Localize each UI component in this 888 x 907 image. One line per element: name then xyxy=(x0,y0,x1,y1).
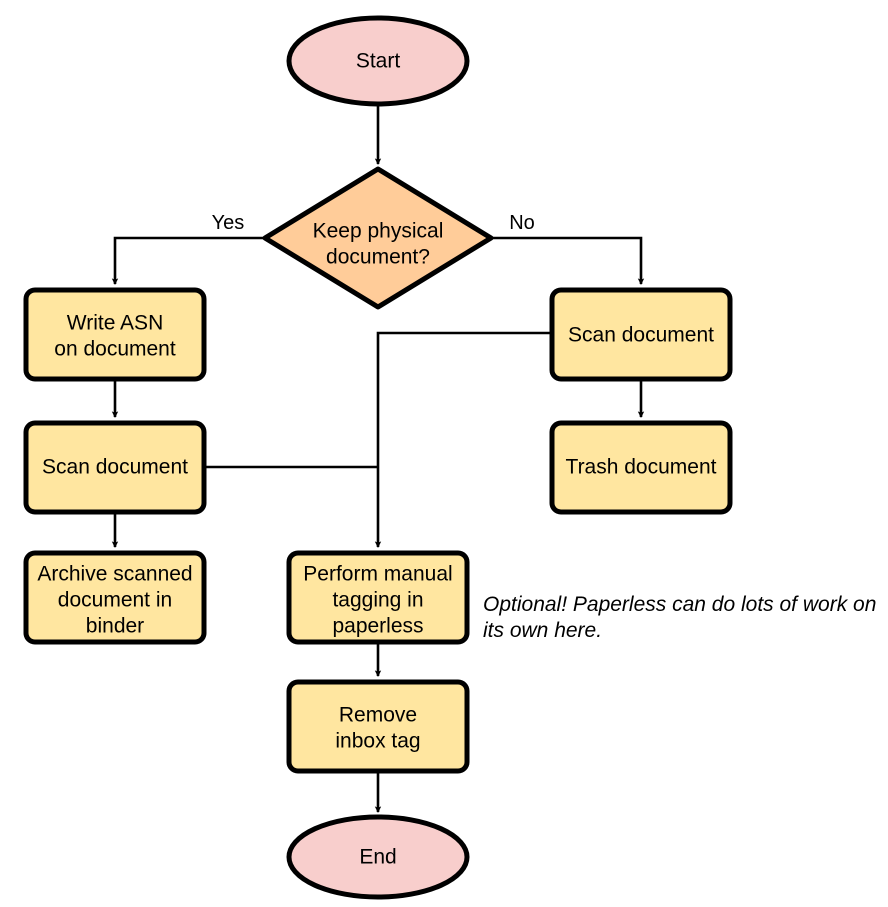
remove-inbox-tag-label-line-2: inbox tag xyxy=(335,730,420,753)
edge-scan-right-to-tagging xyxy=(374,331,552,548)
write-asn-label-line-1: Write ASN xyxy=(67,312,163,335)
manual-tagging-box[interactable] xyxy=(286,550,470,645)
decision-label-line-1: Keep physical xyxy=(313,220,444,243)
edges-layer xyxy=(111,104,645,813)
trash-document-label: Trash document xyxy=(566,456,717,479)
node-end[interactable]: End xyxy=(286,814,470,900)
archive-binder-box[interactable] xyxy=(23,550,207,645)
remove-inbox-tag-box[interactable] xyxy=(286,679,470,774)
manual-tagging-label-line-1: Perform manual xyxy=(303,563,452,586)
edge-label-yes: Yes xyxy=(212,212,245,234)
node-start[interactable]: Start xyxy=(286,15,470,107)
archive-binder-label-line-2: document in xyxy=(58,589,172,612)
edge-decision-no xyxy=(491,236,645,285)
write-asn-box[interactable] xyxy=(23,287,207,382)
archive-binder-label-line-3: binder xyxy=(86,615,144,638)
node-remove-inbox-tag[interactable]: Remove inbox tag xyxy=(286,679,470,774)
node-scan-document-right[interactable]: Scan document xyxy=(549,287,733,382)
node-scan-document-left[interactable]: Scan document xyxy=(23,420,207,515)
node-write-asn[interactable]: Write ASN on document xyxy=(23,287,207,382)
scan-document-right-label: Scan document xyxy=(568,324,714,347)
start-ellipse[interactable] xyxy=(286,15,470,107)
scan-document-left-label: Scan document xyxy=(42,456,188,479)
remove-inbox-tag-label-line-1: Remove xyxy=(339,704,417,727)
edge-label-no: No xyxy=(509,212,535,234)
end-label: End xyxy=(359,846,396,869)
manual-tagging-label-line-3: paperless xyxy=(332,615,423,638)
annotation-line-2: its own here. xyxy=(483,619,602,642)
node-keep-physical-document[interactable]: Keep physical document? xyxy=(262,166,494,310)
edge-decision-yes xyxy=(111,236,265,285)
annotation-line-1: Optional! Paperless can do lots of work … xyxy=(483,593,876,616)
node-trash-document[interactable]: Trash document xyxy=(549,420,733,515)
end-ellipse[interactable] xyxy=(286,814,470,900)
decision-label-line-2: document? xyxy=(326,246,430,269)
node-manual-tagging[interactable]: Perform manual tagging in paperless xyxy=(286,550,470,645)
annotation-optional-note: Optional! Paperless can do lots of work … xyxy=(483,593,876,642)
scan-document-left-box[interactable] xyxy=(23,420,207,515)
edge-labels-layer: Yes No xyxy=(212,212,535,234)
scan-document-right-box[interactable] xyxy=(549,287,733,382)
decision-diamond[interactable] xyxy=(262,166,494,310)
node-archive-binder[interactable]: Archive scanned document in binder xyxy=(23,550,207,645)
start-label: Start xyxy=(356,50,401,73)
archive-binder-label-line-1: Archive scanned xyxy=(37,563,192,586)
write-asn-label-line-2: on document xyxy=(54,338,176,361)
manual-tagging-label-line-2: tagging in xyxy=(332,589,423,612)
trash-document-box[interactable] xyxy=(549,420,733,515)
